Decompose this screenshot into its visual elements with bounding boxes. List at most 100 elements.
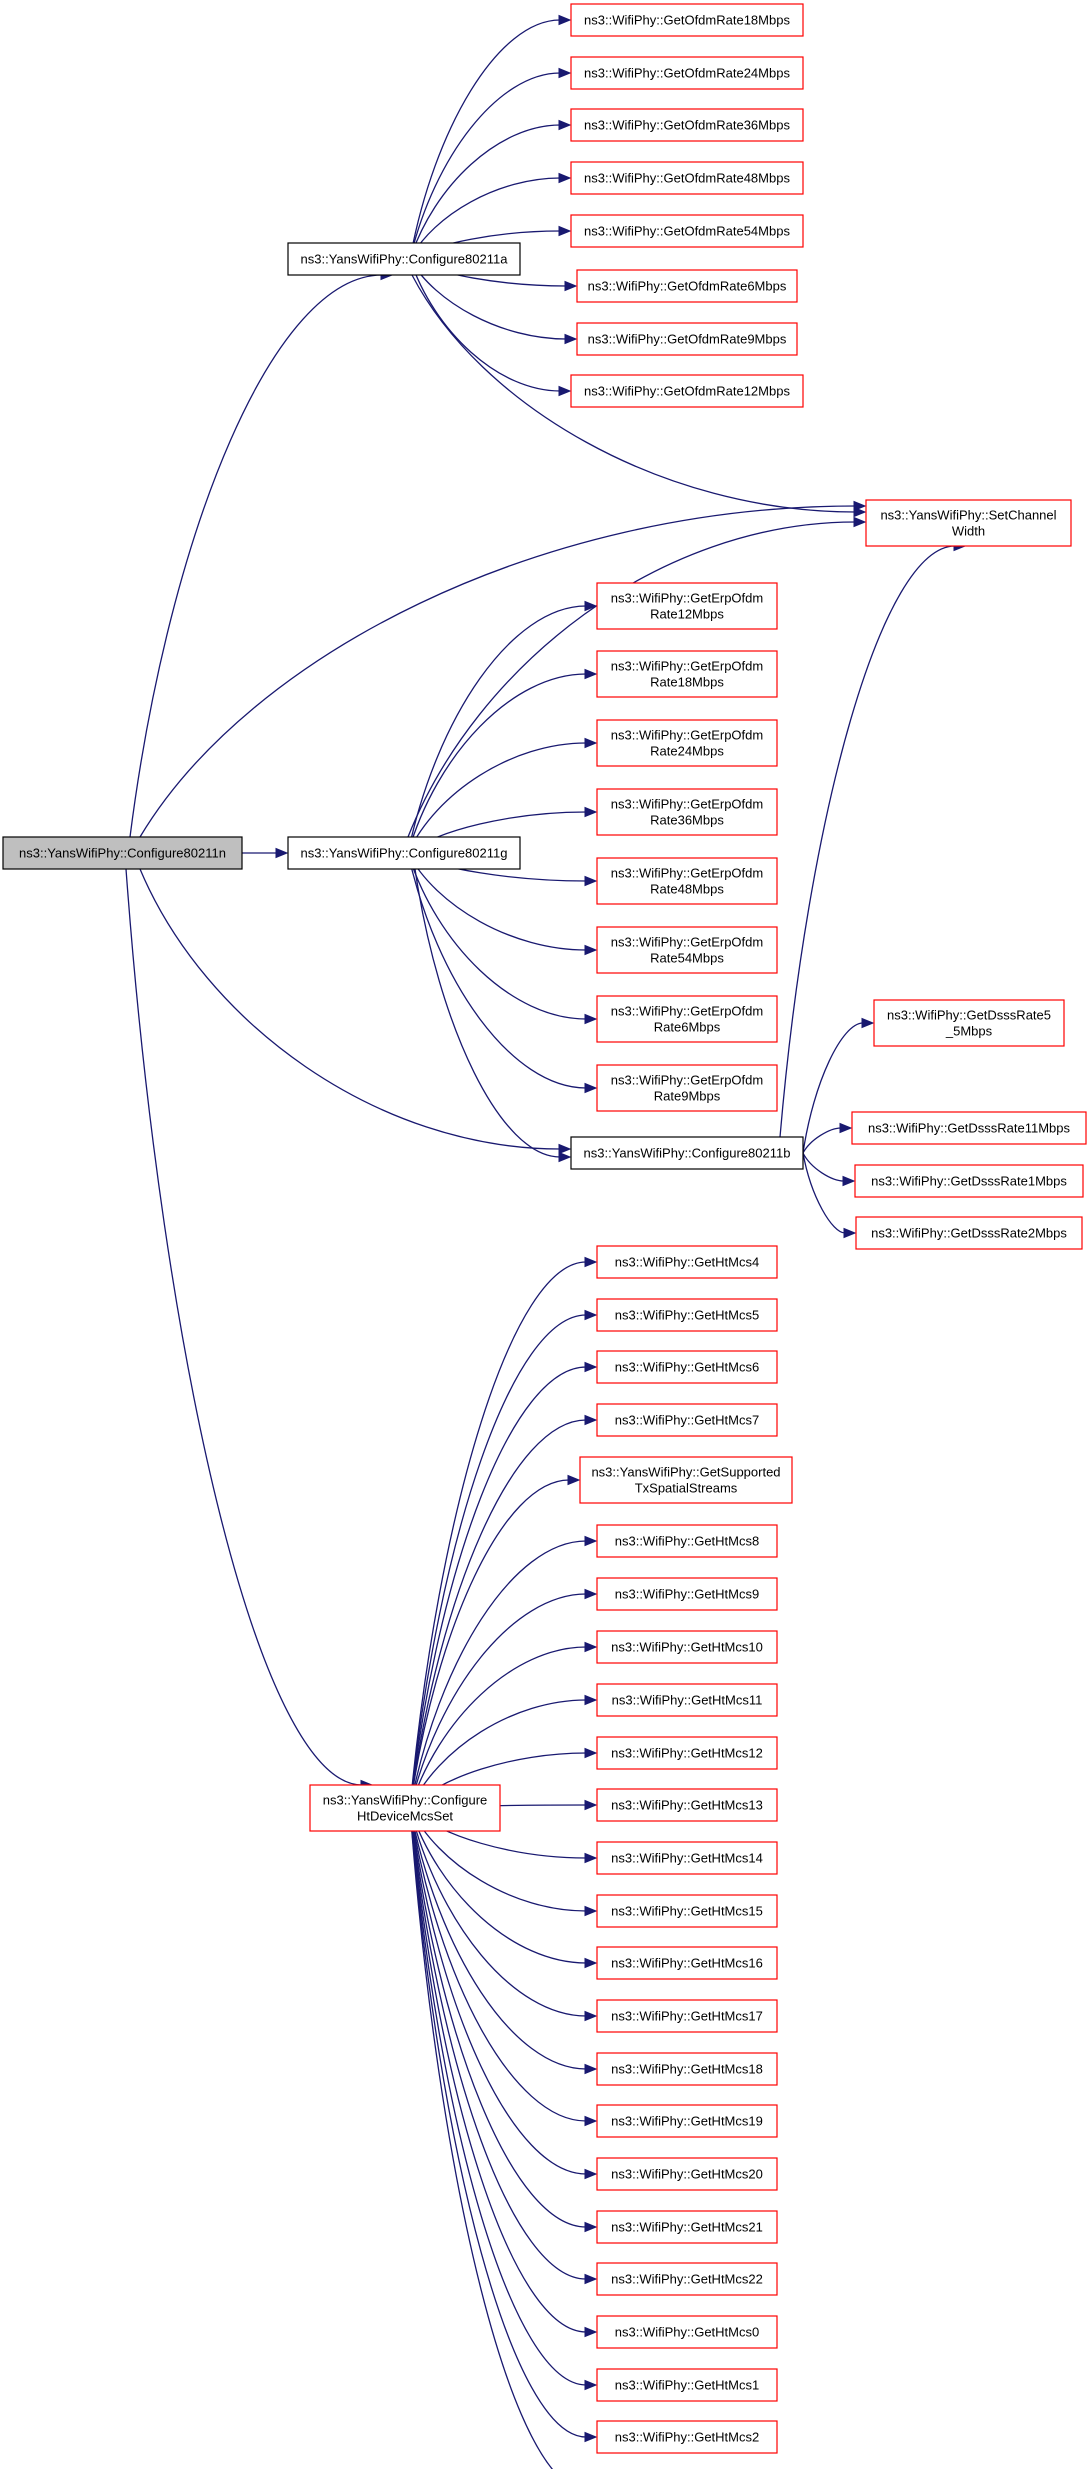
node-mcs19[interactable]: ns3::WifiPhy::GetHtMcs19: [596, 2104, 778, 2138]
node-ofdm9[interactable]: ns3::WifiPhy::GetOfdmRate9Mbps: [576, 322, 798, 356]
node-mcs18[interactable]: ns3::WifiPhy::GetHtMcs18: [596, 2052, 778, 2086]
node-mcs0[interactable]: ns3::WifiPhy::GetHtMcs0: [596, 2315, 778, 2349]
node-box[interactable]: [2, 836, 243, 870]
node-box[interactable]: [570, 1136, 804, 1170]
node-mcs14[interactable]: ns3::WifiPhy::GetHtMcs14: [596, 1841, 778, 1875]
node-box[interactable]: [873, 999, 1065, 1047]
node-box[interactable]: [865, 499, 1072, 547]
node-label: ns3::WifiPhy::GetHtMcs12: [611, 1746, 763, 1761]
node-box[interactable]: [596, 2420, 778, 2454]
node-mcs16[interactable]: ns3::WifiPhy::GetHtMcs16: [596, 1946, 778, 1980]
node-dsss2[interactable]: ns3::WifiPhy::GetDsssRate2Mbps: [855, 1216, 1083, 1250]
node-box[interactable]: [855, 1216, 1083, 1250]
node-mcs22[interactable]: ns3::WifiPhy::GetHtMcs22: [596, 2262, 778, 2296]
node-box[interactable]: [596, 1298, 778, 1332]
node-ofdm54[interactable]: ns3::WifiPhy::GetOfdmRate54Mbps: [570, 214, 804, 248]
node-mcs21[interactable]: ns3::WifiPhy::GetHtMcs21: [596, 2210, 778, 2244]
node-box[interactable]: [596, 1999, 778, 2033]
node-box[interactable]: [576, 322, 798, 356]
node-box[interactable]: [570, 374, 804, 408]
node-mcs12[interactable]: ns3::WifiPhy::GetHtMcs12: [596, 1736, 778, 1770]
node-box[interactable]: [596, 1350, 778, 1384]
node-c80211b[interactable]: ns3::YansWifiPhy::Configure80211b: [570, 1136, 804, 1170]
node-box[interactable]: [596, 1064, 778, 1112]
node-ofdm36[interactable]: ns3::WifiPhy::GetOfdmRate36Mbps: [570, 108, 804, 142]
node-box[interactable]: [596, 719, 778, 767]
node-box[interactable]: [287, 836, 521, 870]
node-mcs13[interactable]: ns3::WifiPhy::GetHtMcs13: [596, 1788, 778, 1822]
node-c80211n[interactable]: ns3::YansWifiPhy::Configure80211n: [2, 836, 243, 870]
node-box[interactable]: [596, 2315, 778, 2349]
node-mcs6[interactable]: ns3::WifiPhy::GetHtMcs6: [596, 1350, 778, 1384]
node-box[interactable]: [851, 1111, 1087, 1145]
node-mcs1[interactable]: ns3::WifiPhy::GetHtMcs1: [596, 2368, 778, 2402]
node-box[interactable]: [596, 995, 778, 1043]
node-c80211g[interactable]: ns3::YansWifiPhy::Configure80211g: [287, 836, 521, 870]
node-box[interactable]: [570, 56, 804, 90]
node-box[interactable]: [576, 269, 798, 303]
node-box[interactable]: [596, 926, 778, 974]
node-dsss1[interactable]: ns3::WifiPhy::GetDsssRate1Mbps: [854, 1164, 1084, 1198]
node-box[interactable]: [854, 1164, 1084, 1198]
node-mcs15[interactable]: ns3::WifiPhy::GetHtMcs15: [596, 1894, 778, 1928]
node-box[interactable]: [596, 1245, 778, 1279]
node-box[interactable]: [596, 650, 778, 698]
node-box[interactable]: [596, 2262, 778, 2296]
node-ofdm24[interactable]: ns3::WifiPhy::GetOfdmRate24Mbps: [570, 56, 804, 90]
node-mcs5[interactable]: ns3::WifiPhy::GetHtMcs5: [596, 1298, 778, 1332]
node-ofdm18[interactable]: ns3::WifiPhy::GetOfdmRate18Mbps: [570, 3, 804, 37]
node-box[interactable]: [309, 1784, 501, 1832]
node-box[interactable]: [596, 788, 778, 836]
node-box[interactable]: [596, 1841, 778, 1875]
node-box[interactable]: [570, 3, 804, 37]
node-box[interactable]: [596, 2104, 778, 2138]
node-ofdm48[interactable]: ns3::WifiPhy::GetOfdmRate48Mbps: [570, 161, 804, 195]
arrowhead-icon: [584, 1905, 598, 1917]
node-box[interactable]: [596, 1788, 778, 1822]
node-box[interactable]: [596, 1577, 778, 1611]
node-ofdm6[interactable]: ns3::WifiPhy::GetOfdmRate6Mbps: [576, 269, 798, 303]
node-mcs4[interactable]: ns3::WifiPhy::GetHtMcs4: [596, 1245, 778, 1279]
node-ofdm12[interactable]: ns3::WifiPhy::GetOfdmRate12Mbps: [570, 374, 804, 408]
node-box[interactable]: [596, 2210, 778, 2244]
node-box[interactable]: [596, 1683, 778, 1717]
node-mcs20[interactable]: ns3::WifiPhy::GetHtMcs20: [596, 2157, 778, 2191]
node-box[interactable]: [596, 2052, 778, 2086]
node-box[interactable]: [570, 161, 804, 195]
node-box[interactable]: [570, 108, 804, 142]
node-box[interactable]: [596, 2368, 778, 2402]
node-mcs2[interactable]: ns3::WifiPhy::GetHtMcs2: [596, 2420, 778, 2454]
node-box[interactable]: [596, 1524, 778, 1558]
node-mcs10[interactable]: ns3::WifiPhy::GetHtMcs10: [596, 1630, 778, 1664]
node-c80211a[interactable]: ns3::YansWifiPhy::Configure80211a: [287, 242, 521, 276]
node-box[interactable]: [596, 1894, 778, 1928]
node-mcs7[interactable]: ns3::WifiPhy::GetHtMcs7: [596, 1403, 778, 1437]
node-box[interactable]: [596, 582, 778, 630]
node-box[interactable]: [287, 242, 521, 276]
node-box[interactable]: [596, 1630, 778, 1664]
node-box[interactable]: [596, 2157, 778, 2191]
node-mcs17[interactable]: ns3::WifiPhy::GetHtMcs17: [596, 1999, 778, 2033]
node-box[interactable]: [596, 1946, 778, 1980]
node-box[interactable]: [570, 214, 804, 248]
node-dsss55[interactable]: ns3::WifiPhy::GetDsssRate5_5Mbps: [873, 999, 1065, 1047]
node-mcs9[interactable]: ns3::WifiPhy::GetHtMcs9: [596, 1577, 778, 1611]
node-mcs8[interactable]: ns3::WifiPhy::GetHtMcs8: [596, 1524, 778, 1558]
node-dsss11[interactable]: ns3::WifiPhy::GetDsssRate11Mbps: [851, 1111, 1087, 1145]
node-box[interactable]: [596, 857, 778, 905]
node-box[interactable]: [596, 1736, 778, 1770]
node-box[interactable]: [579, 1456, 793, 1504]
node-box[interactable]: [596, 1403, 778, 1437]
node-mcs11[interactable]: ns3::WifiPhy::GetHtMcs11: [596, 1683, 778, 1717]
